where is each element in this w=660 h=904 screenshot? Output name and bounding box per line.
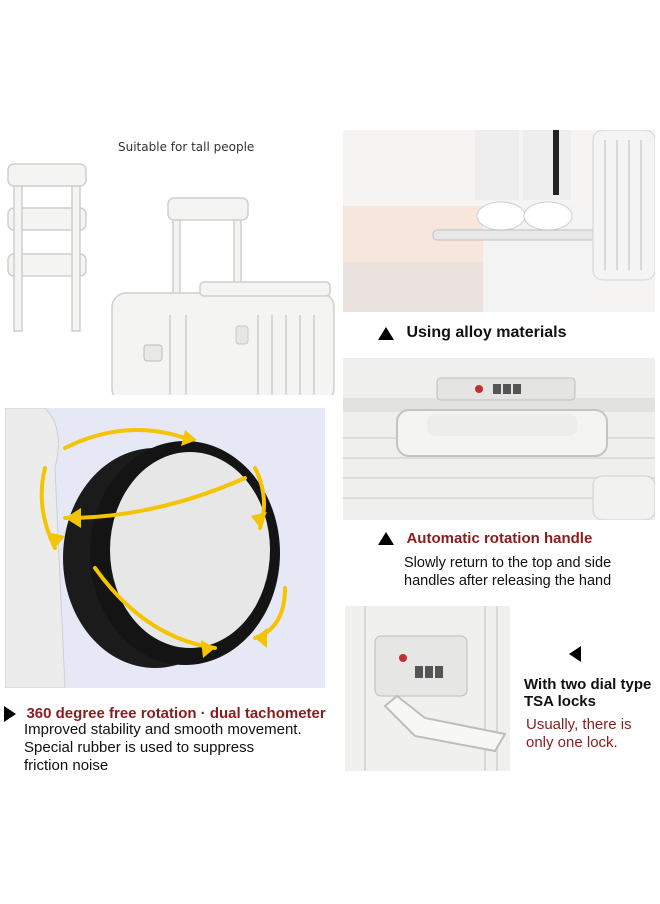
locks-title-line2: TSA locks xyxy=(524,693,596,710)
telescopic-handle-illustration xyxy=(7,163,335,395)
locks-note-line1: Usually, there is xyxy=(526,716,632,733)
triangle-right-icon xyxy=(4,705,16,722)
wheel-title-row: 360 degree free rotation · dual tachomet… xyxy=(4,705,326,723)
wheel-desc-line2: Special rubber is used to suppress xyxy=(24,739,255,756)
locks-note-line2: only one lock. xyxy=(526,734,618,751)
triangle-up-icon xyxy=(378,532,394,546)
wheel-photo-panel xyxy=(5,408,325,688)
wheel-desc-line1: Improved stability and smooth movement. xyxy=(24,721,302,738)
rotation-handle-photo-panel xyxy=(343,358,655,520)
locks-title-line1: With two dial type xyxy=(524,676,652,693)
wheel-title: 360 degree free rotation · dual tachomet… xyxy=(26,705,326,723)
rotation-handle-illustration xyxy=(343,358,655,520)
tall-people-caption: Suitable for tall people xyxy=(118,140,255,154)
rotation-handle-desc-line2: handles after releasing the hand xyxy=(404,573,612,589)
alloy-label-row: Using alloy materials xyxy=(378,324,567,342)
rotation-handle-desc-line1: Slowly return to the top and side xyxy=(404,555,612,571)
alloy-photo-panel xyxy=(343,130,655,312)
triangle-left-icon xyxy=(569,646,581,662)
triangle-up-icon xyxy=(378,326,394,340)
triangle-left-icon-wrap xyxy=(569,646,581,667)
lock-illustration xyxy=(345,606,510,771)
rotation-handle-title: Automatic rotation handle xyxy=(406,530,593,548)
rotation-handle-title-row: Automatic rotation handle xyxy=(378,530,592,548)
alloy-photo-illustration xyxy=(343,130,655,312)
alloy-label: Using alloy materials xyxy=(406,324,567,341)
wheel-illustration xyxy=(5,408,287,688)
lock-photo-panel xyxy=(345,606,510,771)
wheel-desc-line3: friction noise xyxy=(24,757,109,774)
telescopic-handle-panel: Suitable for tall people xyxy=(0,130,335,395)
